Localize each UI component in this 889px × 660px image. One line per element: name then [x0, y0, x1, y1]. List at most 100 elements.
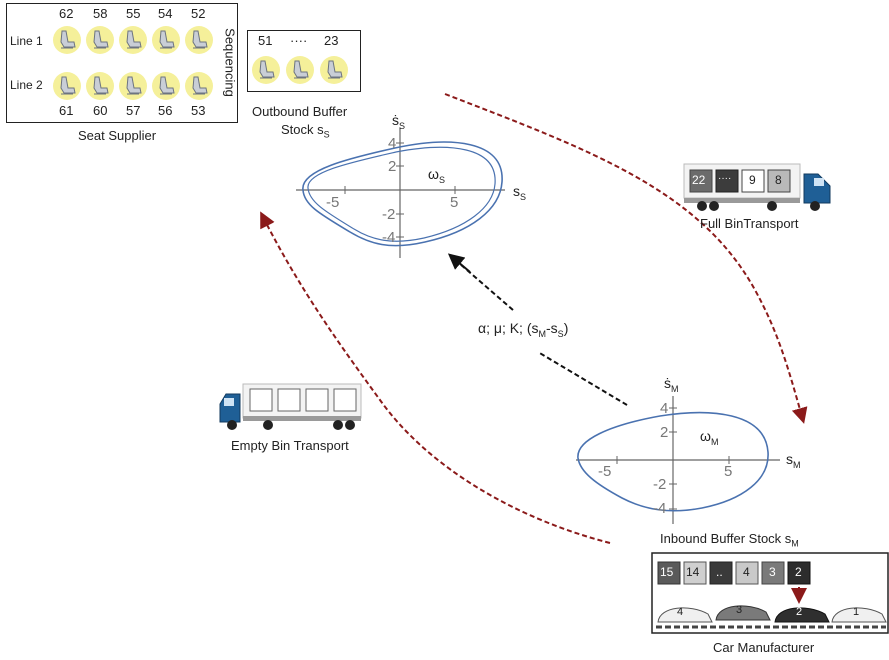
phase-plot-manufacturer	[576, 396, 780, 524]
outbound-last-number: 23	[324, 33, 339, 48]
car-number: 4	[677, 606, 684, 618]
inbound-title-text: Inbound Buffer Stock s	[660, 531, 792, 546]
full-transport-label: Full BinTransport	[700, 216, 799, 231]
car-number: 3	[736, 604, 743, 616]
seat-icon	[85, 71, 115, 101]
full-bin-number: ····	[718, 173, 732, 184]
phase-m-tick-y: -2	[653, 476, 667, 493]
line2-number: 53	[191, 103, 206, 118]
phase-m-x-axis-label: sM	[786, 451, 801, 470]
seat-icon	[52, 71, 82, 101]
car-number: 2	[796, 606, 803, 618]
phase-s-tick-y: 4	[388, 135, 397, 152]
phase-s-x-axis-label: sS	[513, 183, 526, 202]
phase-m-tick-y: -4	[653, 500, 667, 517]
seat-icon	[251, 55, 281, 85]
outbound-title-line1: Outbound Buffer	[252, 104, 348, 119]
manufacturer-bin-number: 15	[660, 565, 674, 579]
manufacturer-bin-number: 14	[686, 565, 700, 579]
phase-s-omega: ωS	[428, 166, 445, 185]
seat-icon	[151, 25, 181, 55]
phase-m-x-axis-sub: M	[793, 459, 801, 470]
line2-number: 56	[158, 103, 173, 118]
manufacturer-bin-number: ..	[716, 565, 723, 579]
seat-icon	[118, 25, 148, 55]
phase-m-tick-y: 2	[660, 424, 669, 441]
phase-m-y-axis-label: ṡM	[664, 375, 679, 394]
seat-icon	[184, 25, 214, 55]
seat-icon	[85, 25, 115, 55]
inbound-title-sub: M	[791, 538, 799, 549]
outbound-title-text: Stock s	[281, 122, 324, 137]
phase-s-y-axis-sub: S	[399, 120, 406, 131]
phase-m-omega: ωM	[700, 428, 718, 447]
manufacturer-bin-number: 4	[743, 565, 750, 579]
empty-truck-icon	[219, 383, 362, 430]
coupling-text-b: -s	[546, 320, 558, 336]
outbound-title-line2: Stock sS	[281, 122, 330, 140]
outbound-first-number: 51	[258, 33, 273, 48]
coupling-sub-s: S	[557, 328, 564, 339]
phase-m-omega-sub: M	[710, 436, 719, 447]
seat-supplier-box	[6, 3, 238, 123]
coupling-sub-m: M	[538, 328, 547, 339]
seat-icon	[184, 71, 214, 101]
phase-s-x-axis-sub: S	[520, 191, 527, 202]
line2-number: 60	[93, 103, 108, 118]
car-number: 1	[853, 606, 860, 618]
seat-icon	[285, 55, 315, 85]
line1-number: 55	[126, 6, 141, 21]
phase-m-x-axis-symbol: s	[786, 451, 793, 467]
inbound-title: Inbound Buffer Stock sM	[660, 531, 799, 549]
phase-s-x-axis-symbol: s	[513, 183, 520, 199]
line2-number: 61	[59, 103, 74, 118]
phase-plot-supplier	[296, 128, 505, 258]
phase-m-y-axis-symbol: ṡ	[664, 375, 671, 391]
phase-m-tick-y: 4	[660, 400, 669, 417]
car-icons	[657, 605, 887, 623]
empty-transport-arrow	[260, 211, 611, 544]
coupling-arrow-head	[447, 253, 471, 273]
line2-number: 57	[126, 103, 141, 118]
line1-label: Line 1	[10, 34, 43, 48]
manufacturer-bin-number: 3	[769, 565, 776, 579]
seat-icon	[118, 71, 148, 101]
seat-icon	[151, 71, 181, 101]
phase-s-omega-sub: S	[438, 174, 445, 185]
phase-s-tick-x: 5	[450, 194, 459, 211]
manufacturer-bin-number: 2	[795, 565, 802, 579]
seat-icon	[319, 55, 349, 85]
phase-s-omega-symbol: ω	[428, 166, 439, 182]
line1-number: 54	[158, 6, 173, 21]
phase-s-tick-y: -2	[382, 206, 396, 223]
phase-m-omega-symbol: ω	[700, 428, 711, 444]
phase-s-tick-y: 2	[388, 158, 397, 175]
seat-icon	[52, 25, 82, 55]
phase-s-tick-x: -5	[326, 194, 340, 211]
phase-s-tick-y: -4	[382, 229, 396, 246]
coupling-label: α; μ; K; (sM-sS)	[478, 320, 568, 339]
line2-label: Line 2	[10, 78, 43, 92]
coupling-text-c: )	[563, 320, 569, 336]
full-transport-arrow	[444, 93, 808, 424]
car-manufacturer-title: Car Manufacturer	[713, 640, 815, 655]
coupling-text-a: α; μ; K; (s	[478, 320, 539, 336]
phase-m-tick-x: 5	[724, 463, 733, 480]
phase-s-y-axis-label: ṡS	[392, 112, 405, 131]
full-bin-number: 9	[749, 173, 756, 187]
line1-number: 58	[93, 6, 108, 21]
full-truck-icon	[683, 163, 831, 211]
full-bin-number: 8	[775, 173, 782, 187]
seat-supplier-title: Seat Supplier	[78, 128, 157, 143]
outbound-title-sub: S	[323, 129, 330, 140]
line1-number: 52	[191, 6, 206, 21]
phase-m-y-axis-sub: M	[671, 383, 679, 394]
phase-s-y-axis-symbol: ṡ	[392, 112, 399, 128]
outbound-dots: ····	[290, 33, 308, 48]
empty-transport-label: Empty Bin Transport	[231, 438, 349, 453]
phase-m-tick-x: -5	[598, 463, 612, 480]
full-bin-number: 22	[692, 173, 706, 187]
line1-number: 62	[59, 6, 74, 21]
manufacturer-bins	[657, 561, 811, 585]
